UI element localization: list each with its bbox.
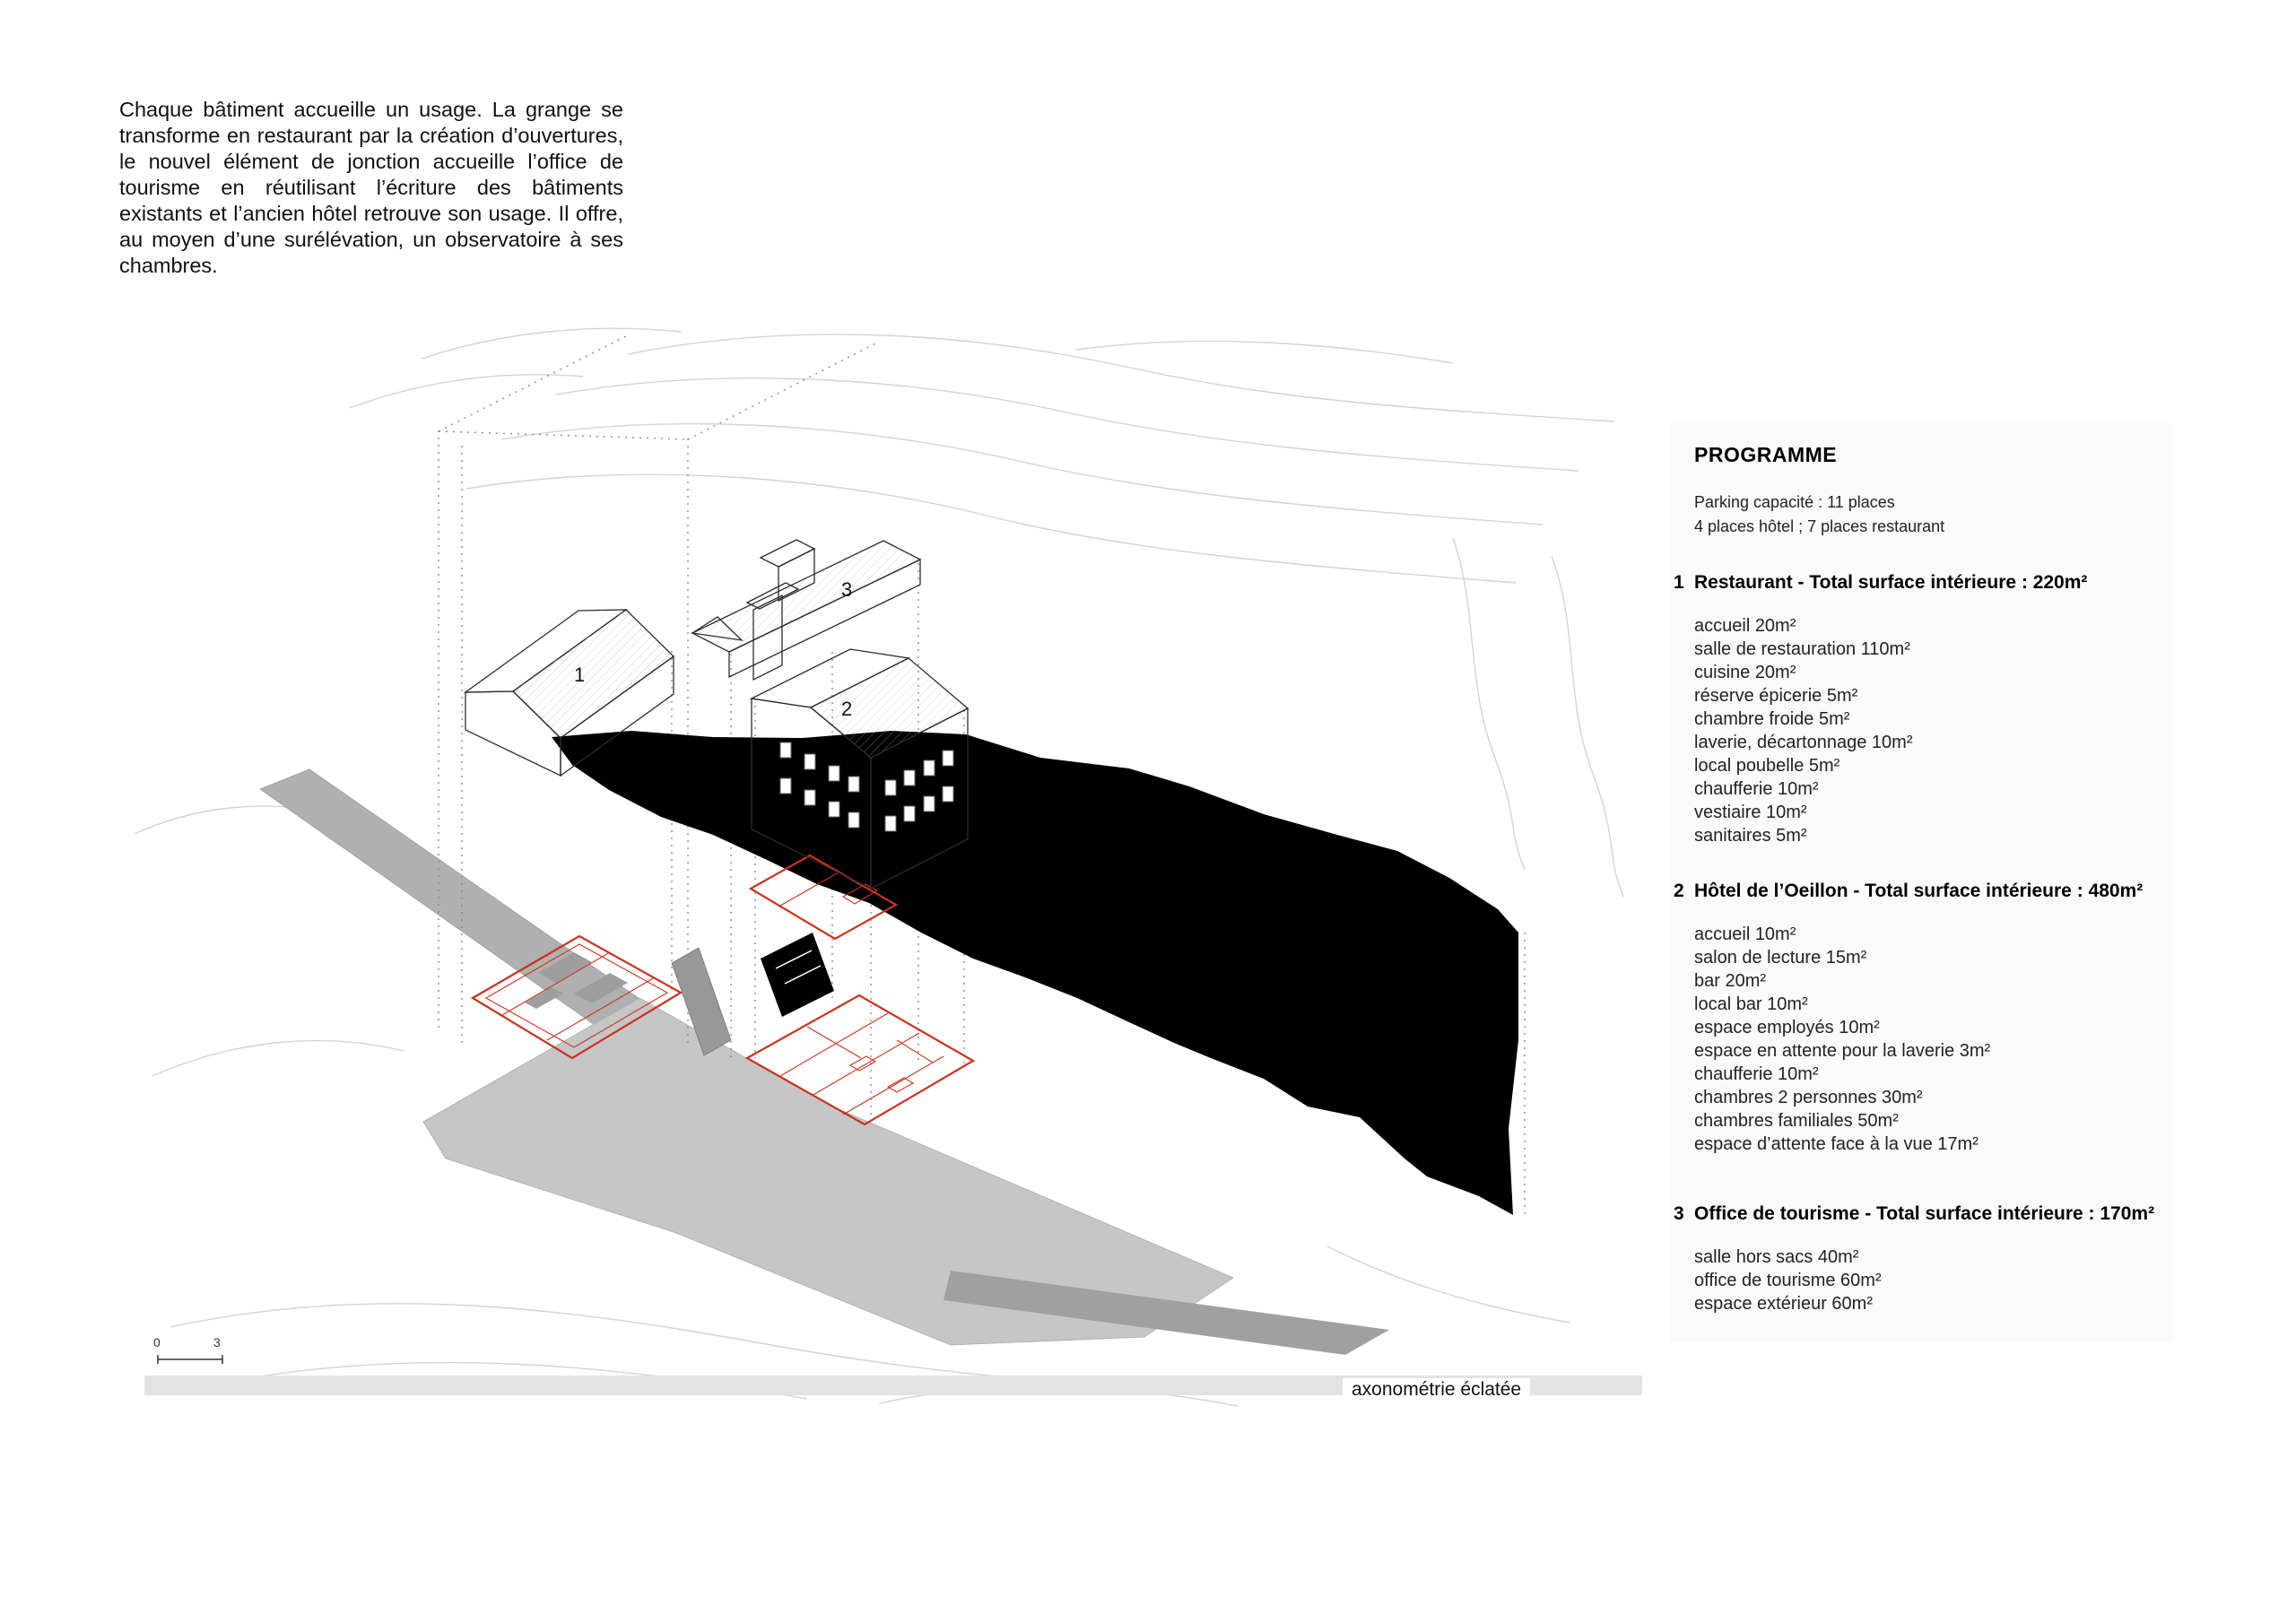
cliff-shadow	[552, 731, 1518, 1215]
section-number: 2	[1674, 881, 1684, 901]
section-hotel-items: accueil 10m² salon de lecture 15m² bar 2…	[1694, 923, 2172, 1156]
building-3-office	[691, 539, 922, 681]
terrain-platforms	[259, 768, 1389, 1355]
section-office-items: salle hors sacs 40m² office de tourisme …	[1694, 1245, 2172, 1315]
plan-hotel-ground	[744, 994, 976, 1126]
programme-item: espace employés 10m²	[1694, 1018, 1880, 1037]
stair-core	[761, 933, 834, 1017]
building-2-label: 2	[841, 698, 852, 720]
section-number: 1	[1674, 572, 1684, 593]
section-office: 3 Office de tourisme - Total surface int…	[1670, 1202, 2172, 1315]
section-hotel-heading: 2 Hôtel de l’Oeillon - Total surface int…	[1674, 880, 2172, 903]
programme-item: accueil 10m²	[1694, 924, 1796, 944]
programme-item: accueil 20m²	[1694, 616, 1796, 636]
parking-line-2: 4 places hôtel ; 7 places restaurant	[1694, 517, 1945, 535]
plan-hotel-upper	[748, 854, 899, 1017]
programme-item: bar 20m²	[1694, 971, 1767, 991]
section-office-heading: 3 Office de tourisme - Total surface int…	[1674, 1202, 2172, 1226]
scale-three-label: 3	[213, 1335, 221, 1350]
section-hotel: 2 Hôtel de l’Oeillon - Total surface int…	[1670, 880, 2172, 1156]
programme-item: salle hors sacs 40m²	[1694, 1247, 1859, 1267]
section-number: 3	[1674, 1203, 1684, 1224]
section-title: Hôtel de l’Oeillon - Total surface intér…	[1694, 881, 2144, 901]
stair-ramp	[671, 947, 732, 1056]
parking-info: Parking capacité : 11 places 4 places hô…	[1694, 490, 2172, 539]
programme-item: local poubelle 5m²	[1694, 756, 1840, 776]
building-1-label: 1	[574, 664, 585, 686]
building-1-grange	[463, 609, 675, 777]
programme-item: office de tourisme 60m²	[1694, 1271, 1882, 1290]
programme-item: vestiaire 10m²	[1694, 803, 1807, 822]
building-2-hotel	[749, 648, 970, 890]
programme-item: réserve épicerie 5m²	[1694, 686, 1858, 706]
programme-item: espace en attente pour la laverie 3m²	[1694, 1041, 1991, 1061]
programme-item: chambres familiales 50m²	[1694, 1111, 1899, 1131]
programme-item: local bar 10m²	[1694, 994, 1808, 1014]
section-title: Office de tourisme - Total surface intér…	[1694, 1203, 2155, 1224]
hotel-windows	[779, 742, 954, 832]
programme-item: sanitaires 5m²	[1694, 826, 1807, 846]
bottom-band	[144, 1376, 1642, 1395]
plan-restaurant	[470, 934, 683, 1060]
programme-item: chaufferie 10m²	[1694, 779, 1819, 799]
intro-text: Chaque bâtiment accueille un usage. La g…	[119, 98, 623, 277]
building-3-label: 3	[841, 578, 852, 601]
section-restaurant: 1 Restaurant - Total surface intérieure …	[1670, 571, 2172, 847]
programme-item: salon de lecture 15m²	[1694, 948, 1867, 968]
programme-item: espace d’attente face à la vue 17m²	[1694, 1134, 1979, 1154]
programme-title: PROGRAMME	[1694, 443, 1838, 466]
programme-panel: PROGRAMME Parking capacité : 11 places 4…	[1670, 423, 2172, 1342]
scale-zero-label: 0	[153, 1335, 161, 1350]
programme-item: cuisine 20m²	[1694, 663, 1796, 682]
drawing-caption: axonométrie éclatée	[1343, 1378, 1531, 1402]
programme-item: salle de restauration 110m²	[1694, 639, 1910, 659]
scale-bar	[157, 1355, 223, 1364]
programme-item: chaufferie 10m²	[1694, 1064, 1819, 1084]
programme-item: chambre froide 5m²	[1694, 709, 1850, 729]
programme-item: chambres 2 personnes 30m²	[1694, 1088, 1923, 1107]
section-restaurant-heading: 1 Restaurant - Total surface intérieure …	[1674, 571, 2172, 595]
programme-item: espace extérieur 60m²	[1694, 1294, 1873, 1314]
section-title: Restaurant - Total surface intérieure : …	[1694, 572, 2088, 593]
lower-terrace	[944, 1271, 1389, 1355]
section-restaurant-items: accueil 20m² salle de restauration 110m²…	[1694, 614, 2172, 847]
programme-item: laverie, décartonnage 10m²	[1694, 733, 1913, 752]
floor-plans	[470, 854, 976, 1126]
dark-core	[752, 594, 783, 681]
parking-line-1: Parking capacité : 11 places	[1694, 493, 1895, 511]
contour-lines	[134, 327, 1624, 1407]
